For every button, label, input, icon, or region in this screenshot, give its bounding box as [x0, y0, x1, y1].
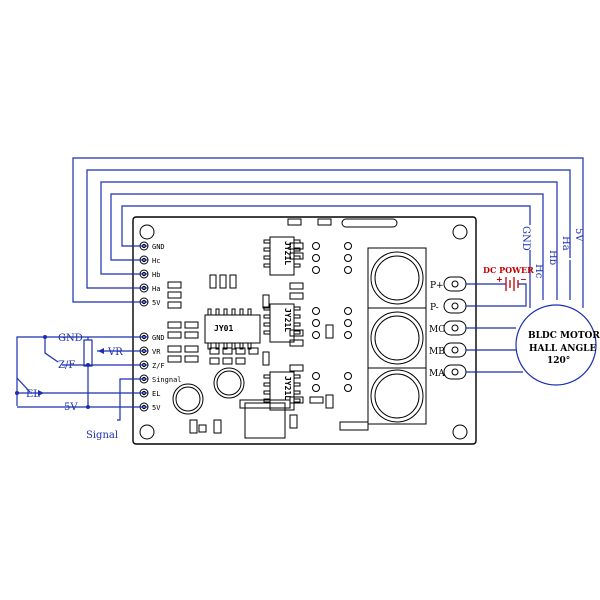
- control-connector: GND VR Z/F Singnal EL 5V: [139, 332, 182, 412]
- capacitors: [172, 367, 245, 415]
- mount-hole: [452, 224, 468, 240]
- junction-dot: [43, 335, 47, 339]
- el-arrow-icon: [38, 390, 44, 396]
- power-label: DC POWER: [483, 265, 534, 275]
- control-wires: [16, 336, 148, 421]
- bldc-motor: [515, 304, 597, 386]
- hall-label-hb: Hb: [547, 250, 558, 265]
- motor-subtitle: HALL ANGLE: [529, 344, 596, 354]
- hall-label-ha: Ha: [560, 236, 571, 251]
- mount-hole: [452, 424, 468, 440]
- pin-label: GND: [152, 334, 165, 342]
- svg-text:JY21L: JY21L: [283, 376, 292, 400]
- bulk-capacitors: [367, 247, 427, 425]
- power-minus: −: [520, 274, 527, 284]
- pin-label: Hb: [152, 271, 160, 279]
- svg-text:JY21L: JY21L: [283, 241, 292, 265]
- svg-text:JY21L: JY21L: [283, 308, 292, 332]
- terminal-label: MC: [429, 325, 445, 335]
- mount-hole: [139, 224, 155, 240]
- ext-label-zf: Z/F: [58, 360, 75, 371]
- pin-label: Hc: [152, 257, 160, 265]
- ext-label-el: EL: [26, 389, 40, 400]
- ext-label-signal: Signal: [86, 430, 118, 441]
- pin-label: EL: [152, 390, 160, 398]
- mount-hole: [139, 424, 155, 440]
- hall-label-gnd: GND: [520, 226, 531, 251]
- test-pads: [312, 242, 352, 392]
- pin-label: GND: [152, 243, 165, 251]
- hall-wires: [72, 157, 584, 303]
- hall-wire-drops: [529, 248, 584, 308]
- motor-angle: 120°: [547, 356, 570, 366]
- hall-label-5v: 5V: [573, 228, 584, 242]
- power-plus: +: [496, 274, 503, 284]
- controller-ic: JY01: [204, 308, 261, 350]
- svg-text:JY01: JY01: [214, 324, 233, 333]
- driver-ic-1: JY21L: [263, 236, 301, 276]
- pin-label: 5V: [152, 299, 161, 307]
- ext-label-5v: 5V: [64, 402, 78, 413]
- junction-dot: [86, 405, 90, 409]
- dc-power: DC POWER + −: [466, 265, 534, 307]
- junction-dot: [86, 363, 90, 367]
- ext-label-gnd: GND: [58, 333, 83, 344]
- power-terminals: P+ P- MC MB MA: [429, 276, 467, 380]
- motor-title: BLDC MOTOR: [528, 331, 600, 341]
- driver-ic-2: JY21L: [263, 303, 301, 343]
- pin-label: Ha: [152, 285, 160, 293]
- junction-dot: [15, 391, 19, 395]
- pin-label: Singnal: [152, 376, 182, 384]
- pot-wiper-icon: [98, 348, 104, 354]
- ext-label-vr: VR: [107, 347, 123, 358]
- pin-label: VR: [152, 348, 161, 356]
- driver-ic-3: JY21L: [263, 371, 301, 411]
- hall-label-hc: Hc: [533, 264, 544, 279]
- terminal-label: P-: [430, 303, 439, 313]
- pcb-board: [132, 216, 477, 445]
- terminal-label: P+: [430, 281, 444, 291]
- phase-wires: [466, 327, 523, 373]
- pin-label: 5V: [152, 404, 161, 412]
- voltage-regulator: [239, 399, 291, 439]
- pin-label: Z/F: [152, 362, 165, 370]
- terminal-label: MB: [429, 347, 445, 357]
- terminal-label: MA: [429, 369, 445, 379]
